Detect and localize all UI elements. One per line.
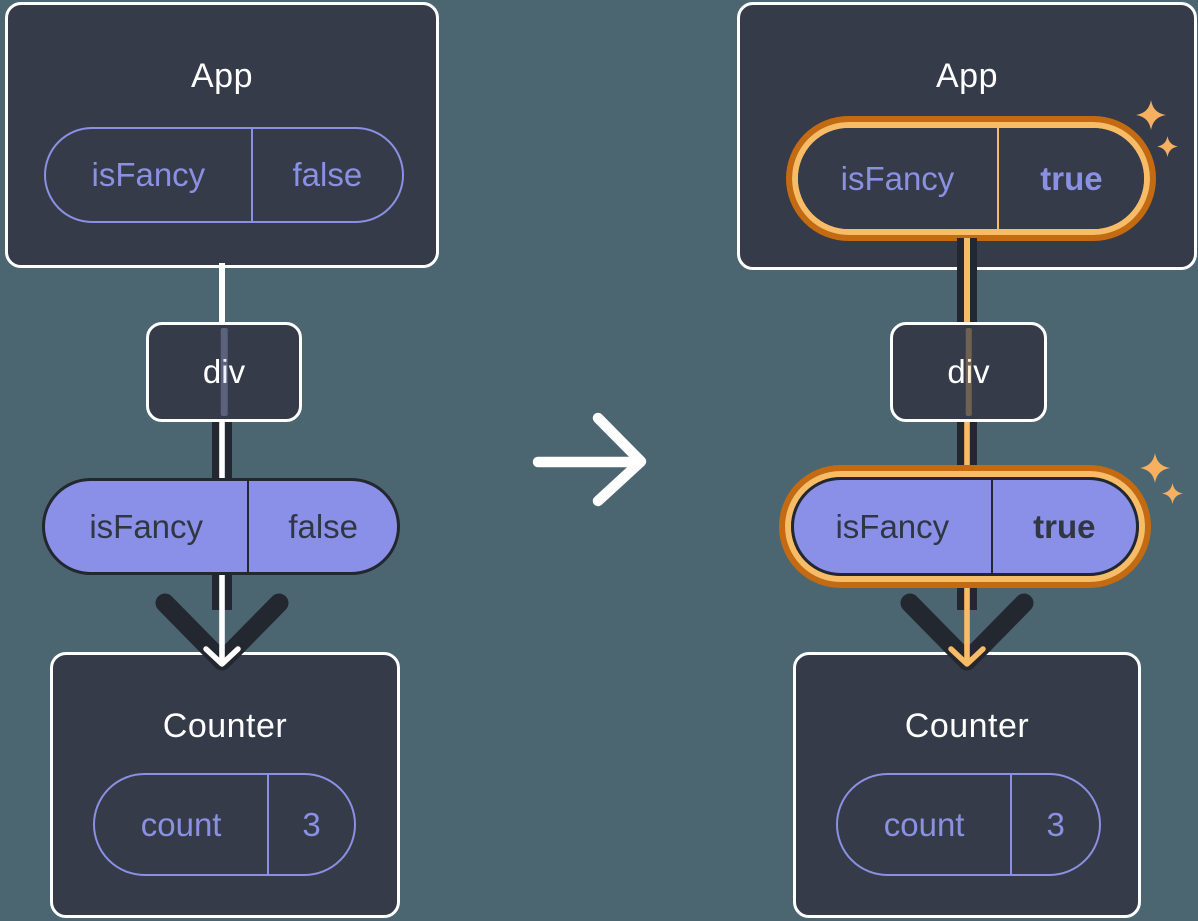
after-app-title: App [936,57,998,95]
after-app-box: App isFancy true [737,2,1197,270]
transform-arrow-icon [532,412,647,507]
pass-through-line [220,328,228,416]
prop-value: false [247,481,397,572]
state-value: 3 [267,775,354,874]
state-key: isFancy [91,156,206,193]
sparkle-icon [1162,483,1183,504]
after-app-state-pill: isFancy true [798,128,1144,229]
pass-through-line [965,328,972,416]
sparkle-icon [1140,453,1170,483]
before-div-box: div [146,322,302,422]
before-app-box: App isFancy false [5,2,439,268]
prop-value: true [990,480,1136,573]
after-counter-state-pill: count 3 [836,773,1101,876]
after-app-div-connector [957,238,977,326]
state-key: count [140,805,222,843]
before-passed-prop-pill: isFancy false [42,478,400,575]
after-app-state-pill-highlight: isFancy true [786,116,1156,241]
state-key: isFancy [840,159,955,197]
sparkle-icon [1157,136,1178,157]
after-counter-title: Counter [904,707,1030,745]
before-counter-state-pill: count 3 [93,773,356,876]
sparkle-icon [1136,100,1166,130]
before-counter-box: Counter count 3 [50,652,400,918]
after-div-box: div [890,322,1047,422]
state-key: count [883,805,965,843]
before-app-title: App [191,57,253,95]
state-value: 3 [1010,775,1099,874]
before-app-div-connector [219,263,225,326]
state-value: true [996,128,1144,229]
prop-key: isFancy [89,507,204,545]
before-div-label: div [202,353,246,390]
before-counter-title: Counter [162,707,288,745]
after-passed-prop-pill: isFancy true [791,477,1139,576]
after-div-label: div [947,353,990,390]
before-app-state-pill: isFancy false [44,127,404,223]
prop-key: isFancy [835,507,950,545]
state-value: false [250,129,402,221]
after-passed-prop-pill-highlight: isFancy true [779,465,1151,588]
after-counter-box: Counter count 3 [793,652,1141,918]
